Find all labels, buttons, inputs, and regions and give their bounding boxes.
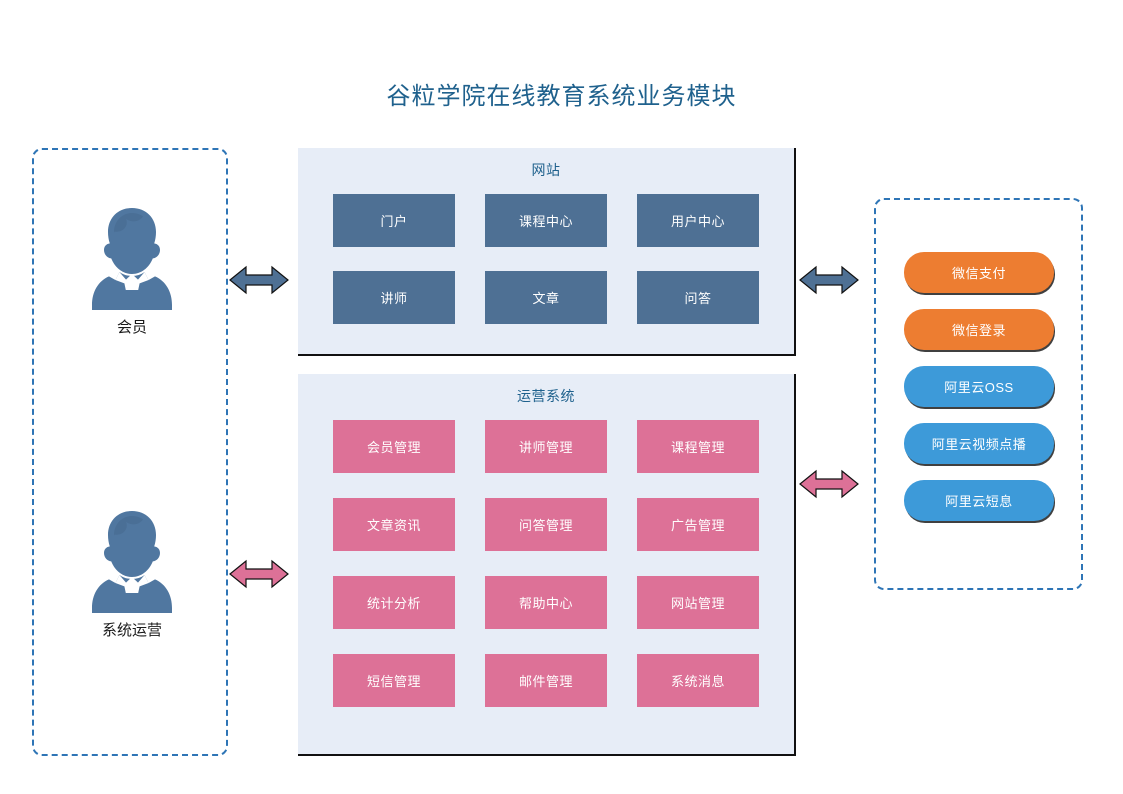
section-title-website: 网站 (531, 162, 561, 178)
tile-system-message[interactable]: 系统消息 (637, 654, 759, 707)
tile-portal[interactable]: 门户 (333, 194, 455, 247)
tile-statistics-analysis[interactable]: 统计分析 (333, 576, 455, 629)
service-wechat-pay[interactable]: 微信支付 (904, 252, 1054, 293)
actor-system-operations: 系统运营 (34, 505, 230, 640)
section-title-operations: 运营系统 (517, 388, 575, 404)
arrow-website-to-services-icon (799, 265, 859, 295)
service-wechat-login[interactable]: 微信登录 (904, 309, 1054, 350)
user-avatar-icon (92, 511, 172, 613)
actor-label: 系统运营 (101, 622, 162, 639)
tile-website-management[interactable]: 网站管理 (637, 576, 759, 629)
tile-help-center[interactable]: 帮助中心 (485, 576, 607, 629)
page-title: 谷粒学院在线教育系统业务模块 (386, 83, 737, 110)
section-operations: 运营系统 会员管理 讲师管理 课程管理 文章资讯 问答管理 广告管理 统计分析 … (298, 374, 796, 756)
service-aliyun-sms[interactable]: 阿里云短息 (904, 480, 1054, 521)
tile-sms-management[interactable]: 短信管理 (333, 654, 455, 707)
tile-teacher-management[interactable]: 讲师管理 (485, 420, 607, 473)
tile-email-management[interactable]: 邮件管理 (485, 654, 607, 707)
user-avatar-icon (92, 208, 172, 310)
actor-member: 会员 (34, 202, 230, 337)
services-list: 微信支付 微信登录 阿里云OSS 阿里云视频点播 阿里云短息 (904, 252, 1054, 521)
tile-qa[interactable]: 问答 (637, 271, 759, 324)
arrow-ops-to-operations-icon (229, 559, 289, 589)
service-aliyun-oss[interactable]: 阿里云OSS (904, 366, 1054, 407)
tile-member-management[interactable]: 会员管理 (333, 420, 455, 473)
tile-article[interactable]: 文章 (485, 271, 607, 324)
section-website: 网站 门户 课程中心 用户中心 讲师 文章 问答 (298, 148, 796, 356)
tile-teacher[interactable]: 讲师 (333, 271, 455, 324)
tile-qa-management[interactable]: 问答管理 (485, 498, 607, 551)
website-tile-grid: 门户 课程中心 用户中心 讲师 文章 问答 (298, 194, 794, 324)
actors-panel: 会员 系统运营 (32, 148, 228, 756)
arrow-member-to-website-icon (229, 265, 289, 295)
tile-course-center[interactable]: 课程中心 (485, 194, 607, 247)
tile-course-management[interactable]: 课程管理 (637, 420, 759, 473)
operations-tile-grid: 会员管理 讲师管理 课程管理 文章资讯 问答管理 广告管理 统计分析 帮助中心 … (298, 420, 794, 707)
actor-label: 会员 (116, 319, 147, 336)
service-aliyun-vod[interactable]: 阿里云视频点播 (904, 423, 1054, 464)
tile-user-center[interactable]: 用户中心 (637, 194, 759, 247)
tile-ad-management[interactable]: 广告管理 (637, 498, 759, 551)
services-panel: 微信支付 微信登录 阿里云OSS 阿里云视频点播 阿里云短息 (874, 198, 1083, 590)
arrow-operations-to-services-icon (799, 469, 859, 499)
tile-article-news[interactable]: 文章资讯 (333, 498, 455, 551)
